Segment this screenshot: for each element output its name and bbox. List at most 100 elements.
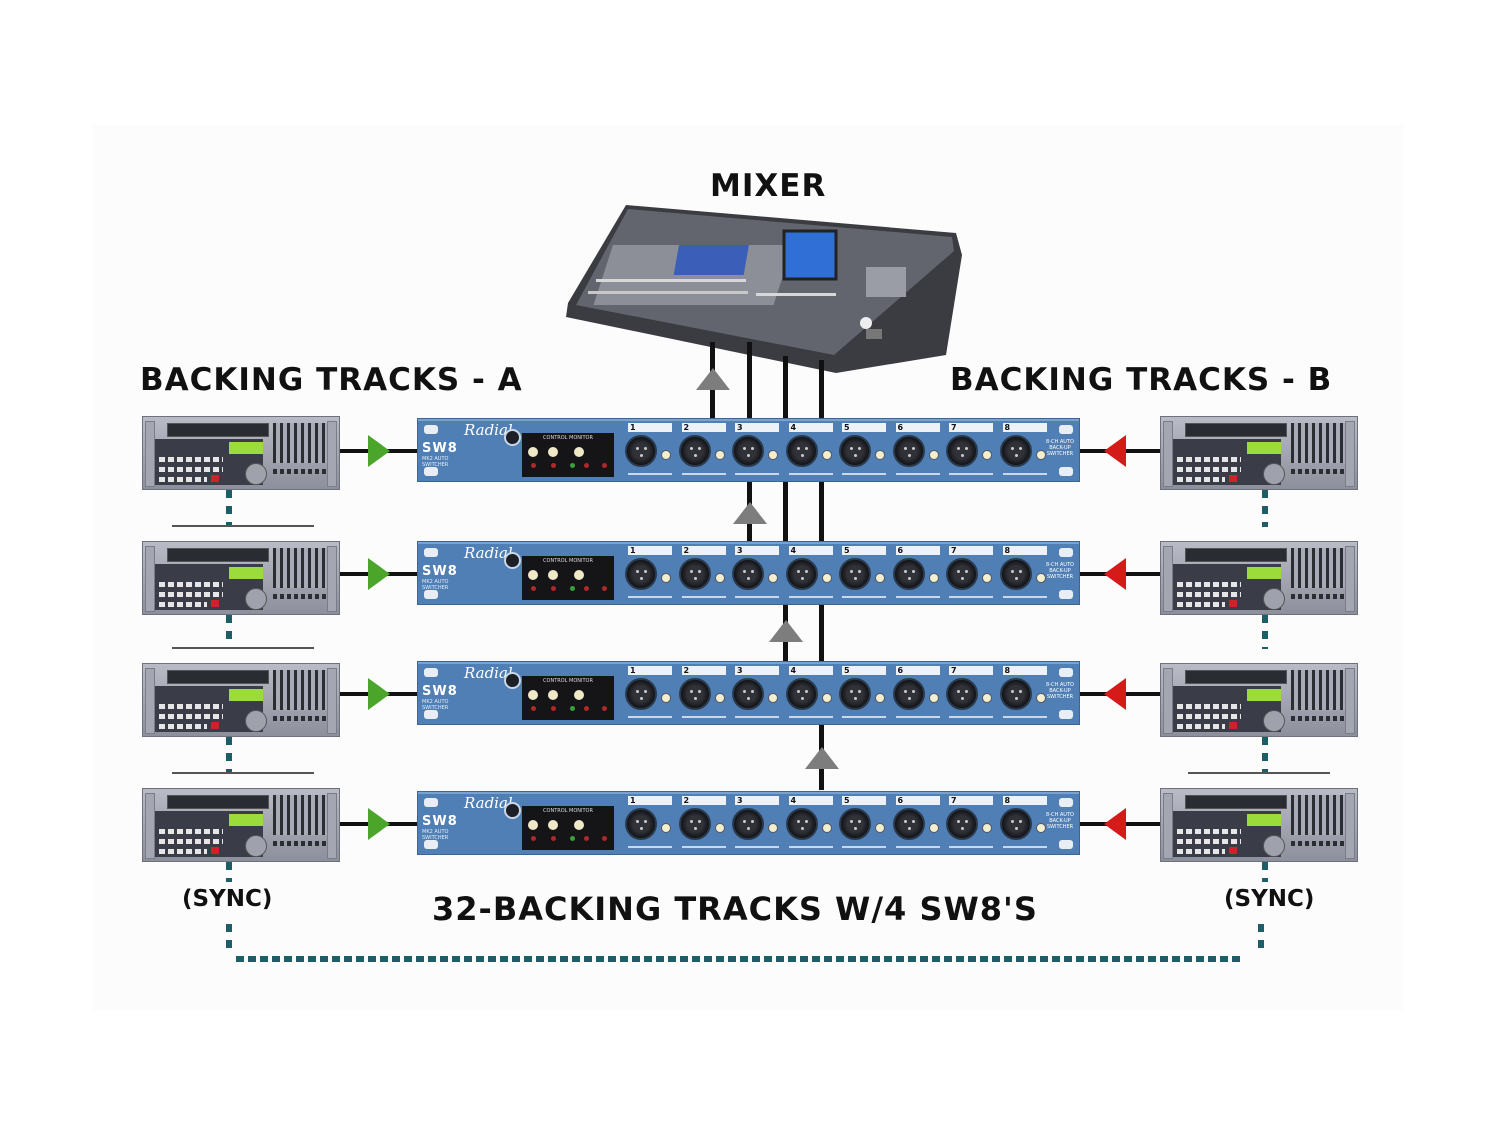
ground-lift-switch [1035, 693, 1046, 703]
ground-lift-switch [768, 573, 778, 583]
output-label-strip [895, 846, 940, 848]
threshold-knob [504, 802, 521, 819]
button-row [1177, 829, 1241, 834]
xlr-connector-icon [892, 435, 925, 467]
channel-faders [1291, 670, 1345, 710]
jog-wheel [1263, 835, 1285, 857]
output-channel-7: 7 [943, 542, 996, 604]
jog-wheel [245, 835, 267, 857]
button-row [159, 467, 223, 472]
recorder-b-4 [1160, 788, 1358, 862]
output-label-strip [628, 473, 672, 475]
channel-number: 2 [681, 423, 726, 432]
radial-logo: Radial [464, 664, 513, 682]
output-label-strip [1002, 716, 1047, 718]
ground-lift-switch [982, 450, 992, 460]
record-button [1229, 600, 1237, 607]
ground-lift-switch [661, 693, 671, 703]
recorder-b-1 [1160, 416, 1358, 490]
ground-lift-switch [714, 693, 725, 703]
recorder-a-2 [142, 541, 340, 615]
xlr-connector-icon [892, 678, 925, 710]
ground-lift-switch [982, 573, 992, 583]
channel-number: 7 [949, 666, 993, 675]
separator-line [1188, 772, 1330, 774]
disk-slot [167, 548, 269, 562]
rack-hole [1059, 710, 1073, 719]
rack-ear [1163, 421, 1173, 487]
record-button [211, 475, 219, 482]
threshold-knob [504, 672, 521, 689]
channel-number: 7 [949, 423, 993, 432]
sync-stub-a [226, 862, 232, 882]
input-arrow-b-3 [1104, 678, 1126, 710]
disk-slot [167, 423, 269, 437]
xlr-connector-icon [732, 678, 764, 710]
mute-button [528, 690, 538, 700]
xlr-connector-icon [678, 558, 711, 590]
radial-logo: Radial [464, 794, 513, 812]
xlr-connector-icon [732, 435, 764, 467]
rack-hole [424, 467, 438, 476]
record-button [211, 847, 219, 854]
input-arrow-a-1 [368, 435, 390, 467]
record-button [1229, 847, 1237, 854]
output-label-strip [1002, 473, 1047, 475]
model-label: SW8 [422, 814, 458, 829]
channel-buttons [1291, 469, 1345, 474]
channel-number: 7 [949, 546, 993, 555]
output-label-strip [895, 473, 940, 475]
threshold-knob [504, 552, 521, 569]
channel-buttons [1291, 716, 1345, 721]
control-monitor-title: CONTROL MONITOR [543, 678, 593, 684]
rack-ear [1345, 421, 1355, 487]
recorder-a-4 [142, 788, 340, 862]
rack-ear [327, 546, 337, 612]
output-label-strip [895, 716, 940, 718]
channel-number: 4 [788, 546, 833, 555]
disk-slot [1185, 670, 1287, 684]
ground-lift-switch [661, 823, 671, 833]
up-arrow-2 [733, 502, 767, 524]
output-channel-7: 7 [943, 792, 996, 854]
mute-led [531, 463, 536, 468]
separator-line [172, 772, 314, 774]
standby-led [551, 706, 556, 711]
channel-number: 5 [842, 423, 886, 432]
output-label-strip [949, 716, 993, 718]
input-b-led [584, 463, 589, 468]
record-button [1229, 722, 1237, 729]
output-label-strip [1002, 596, 1047, 598]
channel-number: 6 [895, 546, 940, 555]
transport-buttons [1177, 724, 1225, 729]
xlr-connector-icon [999, 808, 1032, 840]
switcher-description: 8-CH AUTO BACK-UP SWITCHER [1046, 439, 1074, 457]
output-channel-2: 2 [676, 662, 729, 724]
ground-lift-switch [661, 450, 671, 460]
rack-ear [1345, 793, 1355, 859]
xlr-connector-icon [839, 808, 871, 840]
sync-link-b-3 [1262, 737, 1268, 774]
button-row [159, 704, 223, 709]
xlr-connector-icon [625, 808, 657, 840]
standby-led [551, 586, 556, 591]
mixer-feed-line-3 [783, 356, 788, 666]
channel-number: 3 [735, 796, 779, 805]
input-select-button [574, 820, 584, 830]
input-a-led [570, 586, 575, 591]
channel-number: 8 [1002, 546, 1047, 555]
switcher-description: 8-CH AUTO BACK-UP SWITCHER [1046, 682, 1074, 700]
input-arrow-a-3 [368, 678, 390, 710]
standby-button [548, 570, 558, 580]
ground-lift-switch [768, 450, 778, 460]
channel-number: 8 [1002, 796, 1047, 805]
control-monitor-panel: CONTROL MONITOR [522, 806, 614, 850]
output-channel-2: 2 [676, 792, 729, 854]
output-label-strip [1002, 846, 1047, 848]
rack-ear [1345, 546, 1355, 612]
channel-faders [273, 670, 327, 710]
button-row [1177, 592, 1241, 597]
